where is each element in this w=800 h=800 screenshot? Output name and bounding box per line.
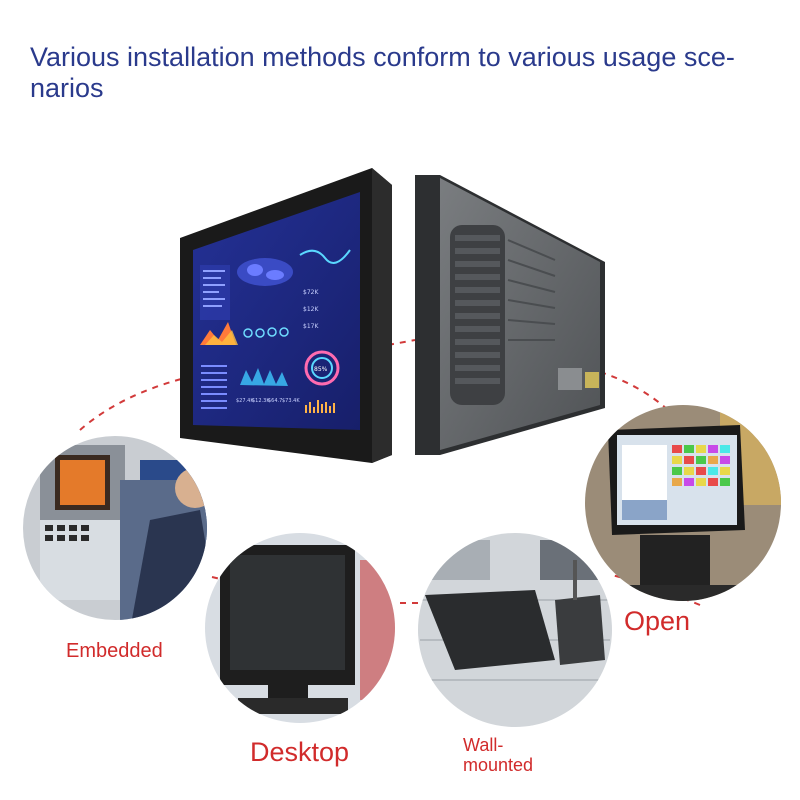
- screen-ui: $72K $12K $17K 85% $27.4K $12.3K $64.7 $…: [200, 249, 351, 413]
- label-wall-line-2: mounted: [463, 755, 534, 775]
- scene-desktop: [205, 533, 395, 723]
- stat-1: $72K: [303, 289, 319, 296]
- label-embedded: Embedded: [66, 640, 163, 662]
- front-panel-pc: $72K $12K $17K 85% $27.4K $12.3K $64.7 $…: [180, 168, 392, 463]
- headline-line-2: narios: [30, 73, 104, 103]
- scene-embedded: [23, 436, 207, 620]
- scene-wall-mounted: [418, 533, 612, 727]
- label-wall-mounted: Wall- mounted: [463, 735, 573, 775]
- bottom-stat-4: $73.4K: [282, 398, 300, 404]
- headline-line-1: Various installation methods conform to …: [30, 42, 735, 72]
- stat-2: $12K: [303, 306, 319, 313]
- gauge-value: 85%: [314, 366, 328, 373]
- bottom-stat-1: $27.4K: [236, 398, 254, 404]
- bottom-stat-3: $64.7: [268, 398, 282, 404]
- page-headline: Various installation methods conform to …: [30, 42, 770, 104]
- label-open: Open: [624, 606, 691, 636]
- bottom-stat-2: $12.3K: [252, 398, 270, 404]
- rear-panel-pc: [415, 175, 605, 455]
- stat-3: $17K: [303, 323, 319, 330]
- scene-open: [585, 405, 781, 601]
- label-desktop: Desktop: [250, 737, 350, 767]
- label-wall-line-1: Wall-: [463, 735, 504, 755]
